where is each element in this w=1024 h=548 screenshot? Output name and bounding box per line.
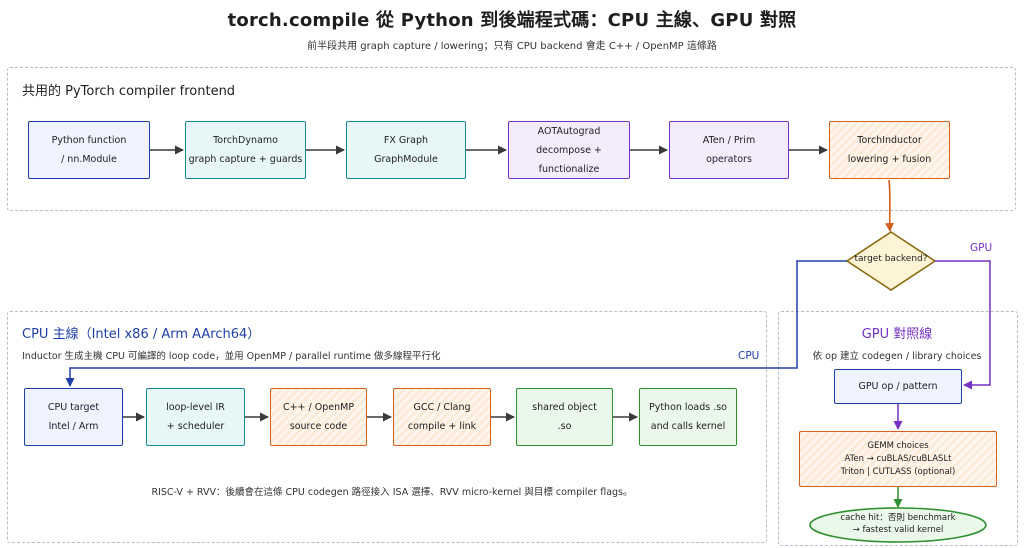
node-line-1: FX Graph xyxy=(383,135,429,146)
frontend-node-inductor: TorchInductor lowering + fusion xyxy=(829,121,950,179)
gpu-node-gemm-choices: GEMM choices ATen → cuBLAS/cuBLASLt Trit… xyxy=(799,431,997,487)
node-line-2: lowering + fusion xyxy=(847,154,932,165)
node-line-1: loop-level IR xyxy=(166,402,225,413)
cpu-node-python-loads: Python loads .so and calls kernel xyxy=(639,388,737,446)
node-line-3: Triton | CUTLASS (optional) xyxy=(840,466,956,477)
node-line-1: ATen / Prim xyxy=(702,135,756,146)
decision-diamond xyxy=(845,231,937,291)
page-title: torch.compile 從 Python 到後端程式碼：CPU 主線、GPU… xyxy=(227,10,797,31)
node-line-2: / nn.Module xyxy=(61,154,117,165)
gpu-section xyxy=(778,311,1018,546)
node-line-1: Python function xyxy=(51,135,127,146)
node-line-2: ATen → cuBLAS/cuBLASLt xyxy=(844,453,952,464)
riscv-note: RISC-V + RVV：後續會在這條 CPU codegen 路徑接入 ISA… xyxy=(151,487,633,498)
arrow-inductor-to-decision xyxy=(885,179,894,232)
cpu-branch-label: CPU xyxy=(738,350,760,362)
arrow-gpu-branch xyxy=(935,260,991,390)
node-line-1: GCC / Clang xyxy=(413,402,471,413)
node-line-1: GEMM choices xyxy=(867,440,929,451)
node-line-2: decompose + functionalize xyxy=(536,144,602,175)
frontend-section xyxy=(7,67,1016,211)
gpu-section-title: GPU 對照線 xyxy=(861,327,933,342)
node-line-1: shared object xyxy=(532,402,597,413)
cpu-node-target: CPU target Intel / Arm xyxy=(24,388,123,446)
decision-label: target backend? xyxy=(854,254,928,264)
gpu-branch-label: GPU xyxy=(970,242,993,254)
frontend-node-dynamo: TorchDynamo graph capture + guards xyxy=(185,121,306,179)
arrow-cpu-branch xyxy=(65,260,847,387)
node-line-1: TorchInductor xyxy=(857,135,922,146)
node-line-1: CPU target xyxy=(47,402,100,413)
cpu-node-shared-object: shared object .so xyxy=(516,388,613,446)
cpu-node-cpp-openmp: C++ / OpenMP source code xyxy=(270,388,367,446)
frontend-node-fx-graph: FX Graph GraphModule xyxy=(346,121,466,179)
node-line-1: Python loads .so xyxy=(648,402,727,413)
page-subtitle: 前半段共用 graph capture / lowering；只有 CPU ba… xyxy=(307,41,717,52)
gpu-node-cache: cache hit：否則 benchmark → fastest valid k… xyxy=(810,512,986,536)
node-line-1: C++ / OpenMP xyxy=(282,402,355,413)
node-line-1: cache hit：否則 benchmark xyxy=(840,513,956,523)
frontend-node-aten-prim: ATen / Prim operators xyxy=(669,121,789,179)
node-line-2: Intel / Arm xyxy=(48,421,99,432)
node-line-2: → fastest valid kernel xyxy=(852,525,944,535)
node-line-2: .so xyxy=(557,421,572,432)
cpu-node-gcc-clang: GCC / Clang compile + link xyxy=(393,388,491,446)
node-line-2: and calls kernel xyxy=(650,421,726,432)
cache-ellipse xyxy=(809,507,987,543)
gpu-section-desc: 依 op 建立 codegen / library choices xyxy=(812,351,982,362)
node-line-2: graph capture + guards xyxy=(188,154,303,165)
node-line-2: source code xyxy=(289,421,348,432)
cpu-section xyxy=(7,311,767,543)
node-line-2: GraphModule xyxy=(374,154,438,165)
node-line-1: TorchDynamo xyxy=(213,135,278,146)
gpu-node-op-pattern: GPU op / pattern xyxy=(834,369,962,404)
node-line-1: AOTAutograd xyxy=(537,125,601,137)
node-line-1: GPU op / pattern xyxy=(858,381,938,392)
frontend-node-aotautograd: AOTAutograd decompose + functionalize xyxy=(508,121,630,179)
frontend-node-python: Python function / nn.Module xyxy=(28,121,150,179)
cpu-section-title: CPU 主線（Intel x86 / Arm AArch64） xyxy=(22,327,261,342)
cpu-section-desc: Inductor 生成主機 CPU 可編譯的 loop code，並用 Open… xyxy=(22,351,441,362)
cpu-node-loop-ir: loop-level IR + scheduler xyxy=(146,388,245,446)
node-line-2: operators xyxy=(706,154,752,165)
node-line-2: compile + link xyxy=(407,421,477,432)
node-line-2: + scheduler xyxy=(166,421,225,432)
frontend-section-title: 共用的 PyTorch compiler frontend xyxy=(22,84,236,99)
